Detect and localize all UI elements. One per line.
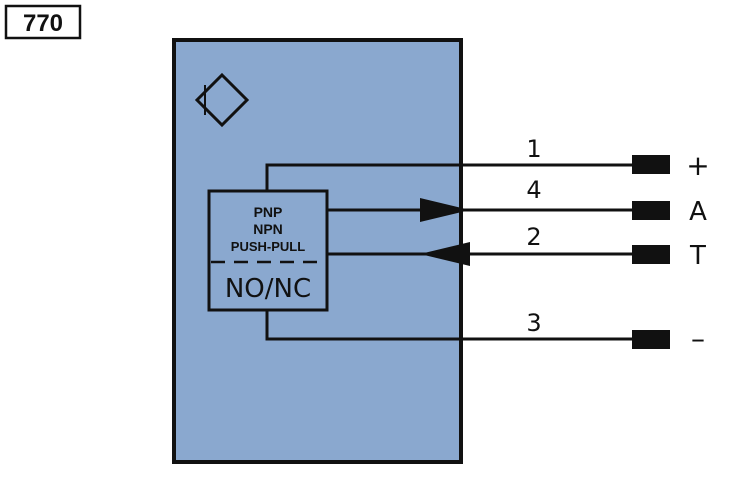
wire-2 — [327, 242, 636, 266]
output-type-npn: NPN — [253, 221, 283, 237]
wire-4 — [327, 198, 636, 222]
terminal-block-1 — [632, 155, 670, 174]
arrow-in-icon — [420, 242, 470, 266]
contact-mode: NO/NC — [225, 274, 311, 304]
terminal-block-4 — [632, 201, 670, 220]
terminal-label: – — [691, 322, 705, 355]
arrow-out-icon — [420, 198, 470, 222]
diagram-id-badge: 770 — [4, 4, 82, 40]
terminal-label: T — [689, 241, 706, 271]
wire-3 — [265, 310, 636, 341]
terminal-block-3 — [632, 330, 670, 349]
wire-number: 1 — [526, 135, 541, 163]
output-type-pnp: PNP — [254, 204, 283, 220]
diagram-id: 770 — [23, 10, 63, 37]
wire-1 — [265, 163, 636, 191]
wire-number: 2 — [526, 223, 541, 251]
wire-number: 3 — [526, 309, 541, 337]
terminal-label: A — [689, 197, 707, 227]
output-type-push-pull: PUSH-PULL — [231, 239, 305, 254]
output-block: PNP NPN PUSH-PULL NO/NC — [207, 189, 329, 312]
inductive-sensor-icon — [194, 72, 250, 128]
terminal-block-2 — [632, 245, 670, 264]
terminal-label: + — [686, 149, 709, 182]
wire-number: 4 — [526, 176, 541, 204]
